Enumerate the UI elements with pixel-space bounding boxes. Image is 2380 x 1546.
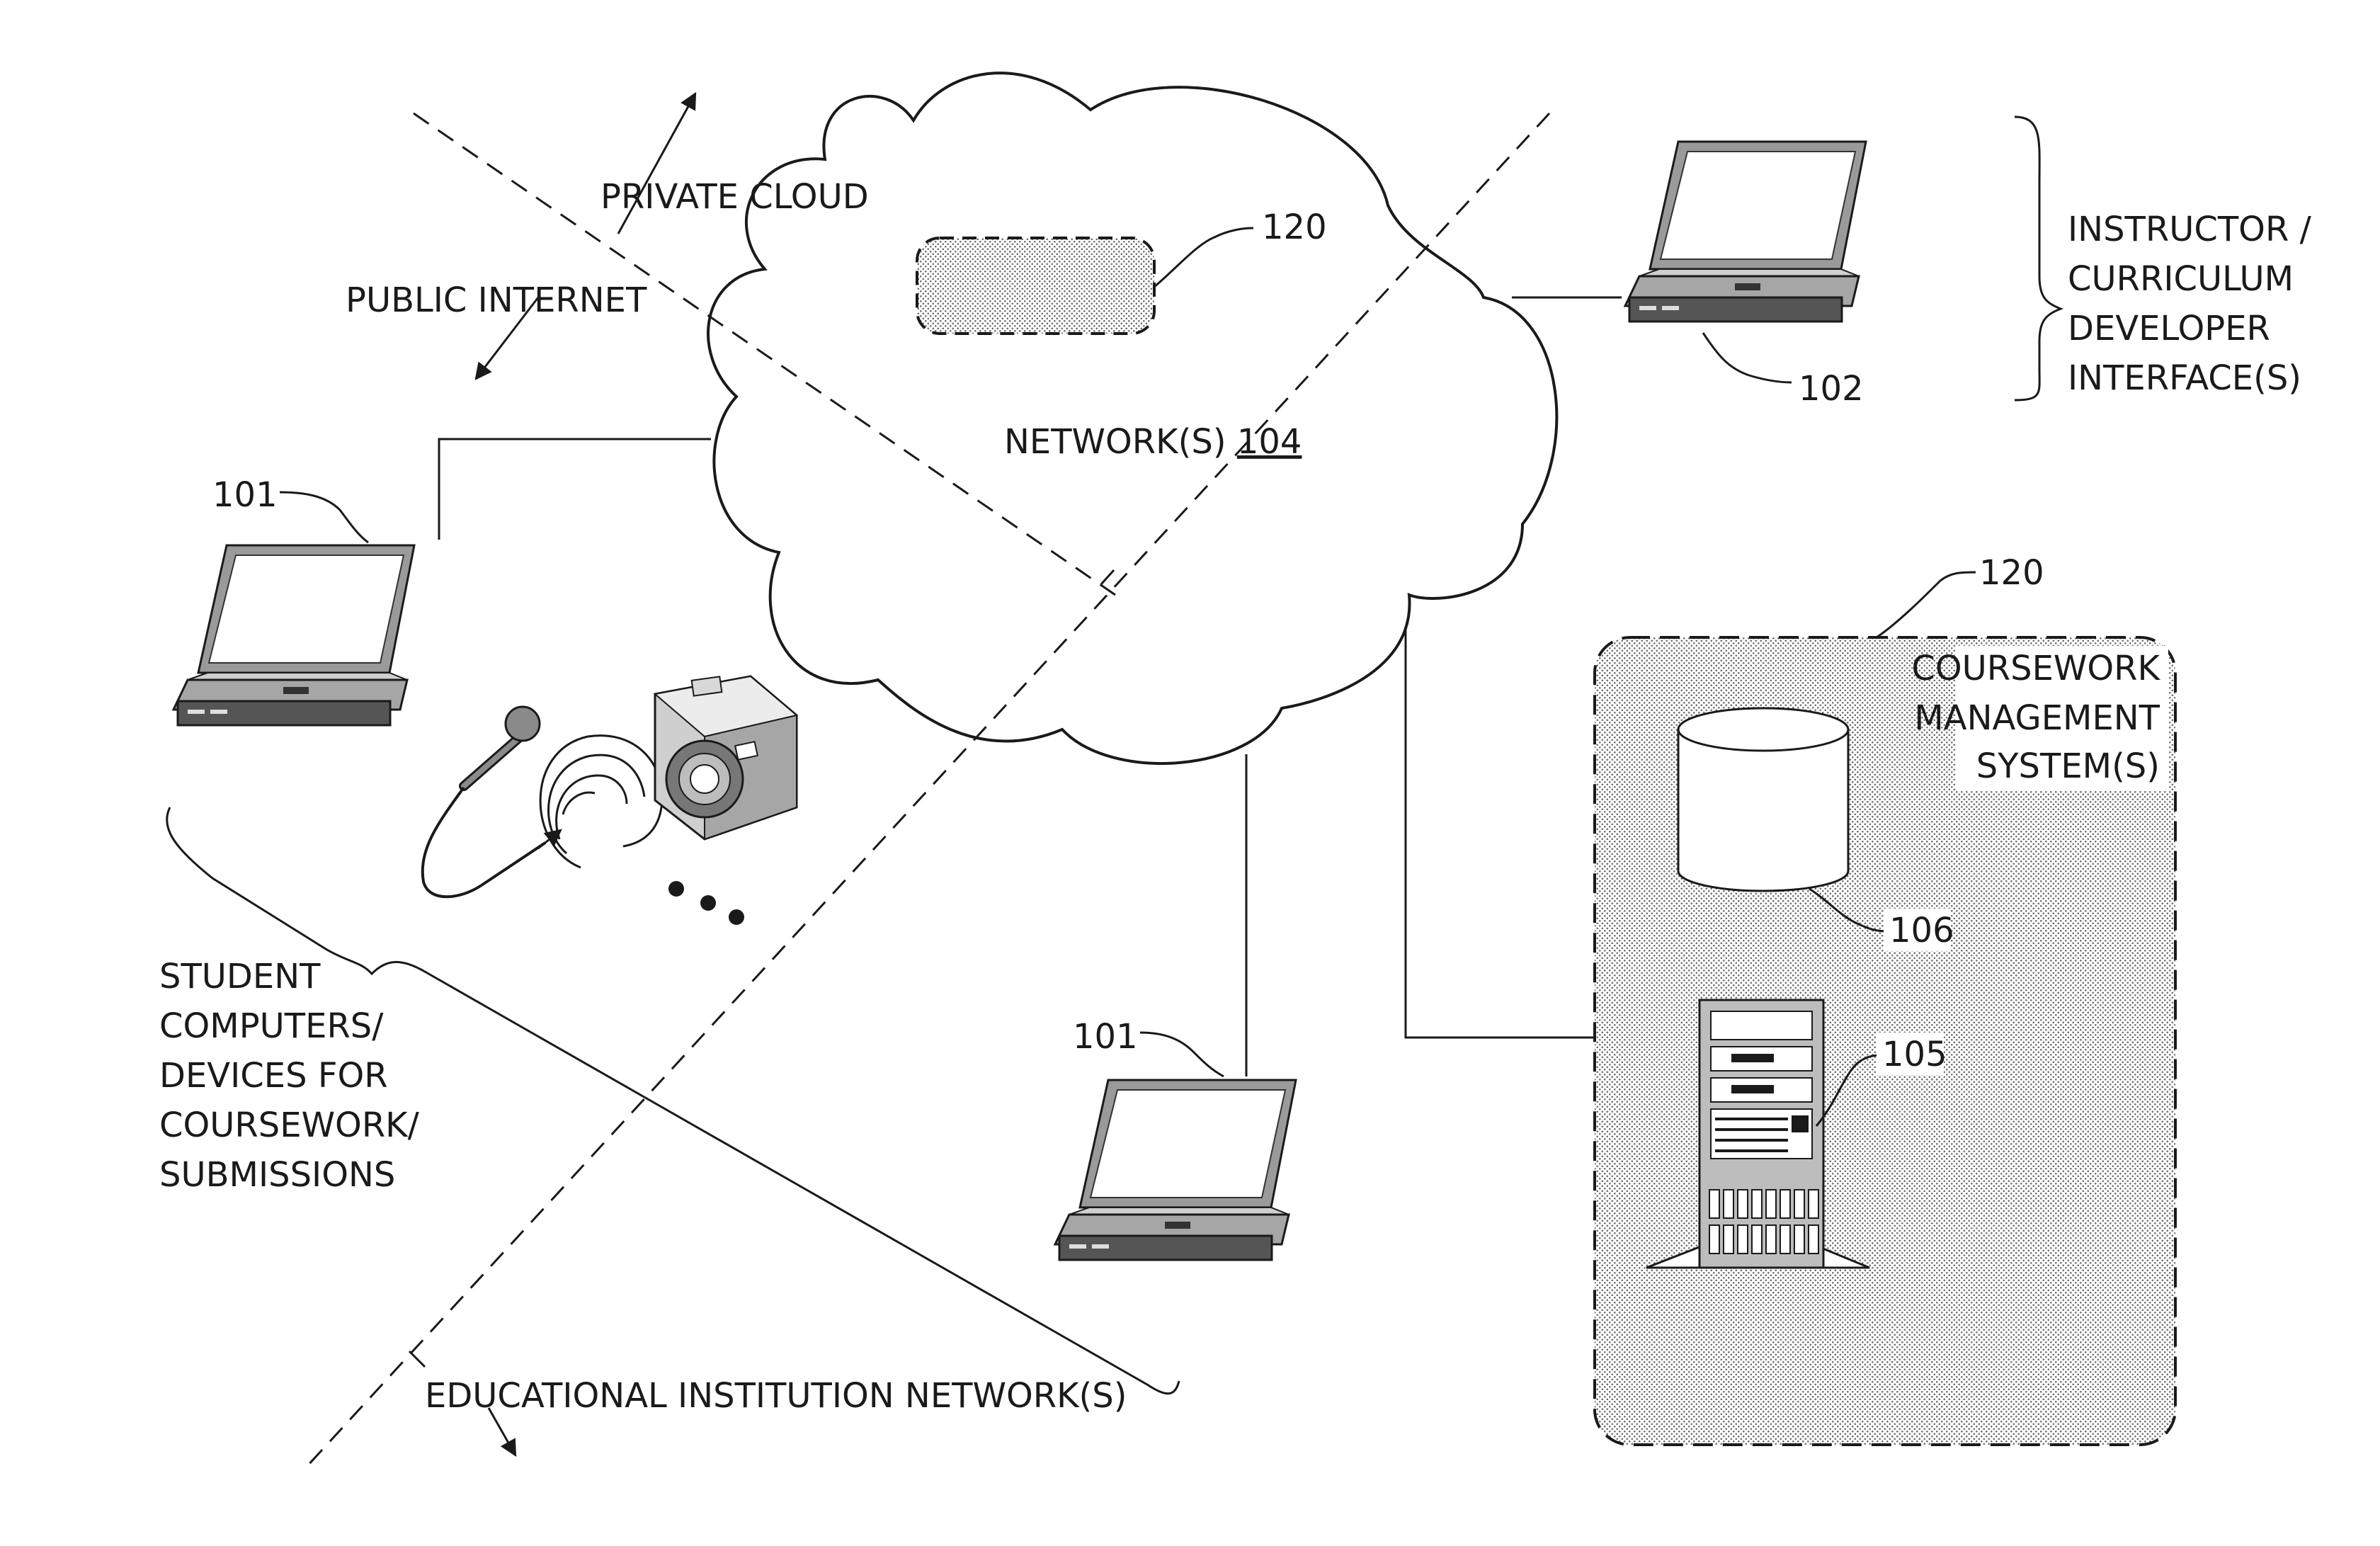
instructor-label-1: INSTRUCTOR / bbox=[2068, 210, 2312, 249]
instructor-label-2: CURRICULUM bbox=[2068, 259, 2294, 299]
database-icon bbox=[1678, 708, 1848, 891]
ref-120-cloud: 120 bbox=[1262, 208, 1327, 247]
instructor-label-4: INTERFACE(S) bbox=[2068, 358, 2301, 398]
student-label-2: COMPUTERS/ bbox=[159, 1006, 384, 1046]
sound-waves-icon bbox=[540, 736, 662, 868]
ellipsis-icon bbox=[668, 881, 744, 925]
private-cloud-label: PRIVATE CLOUD bbox=[600, 177, 869, 217]
student-laptop-bottom-icon bbox=[1055, 1080, 1296, 1260]
instructor-laptop-icon bbox=[1625, 142, 1866, 322]
network-label-text: NETWORK(S) bbox=[1004, 422, 1226, 462]
ref-106: 106 bbox=[1889, 911, 1954, 950]
instructor-brace bbox=[2015, 117, 2061, 400]
ref-101-left: 101 bbox=[212, 475, 278, 515]
educational-network-label: EDUCATIONAL INSTITUTION NETWORK(S) bbox=[425, 1376, 1127, 1416]
student-laptop-left-icon bbox=[173, 545, 414, 725]
cms-label-3: SYSTEM(S) bbox=[1976, 746, 2160, 786]
student-label-1: STUDENT bbox=[159, 957, 321, 996]
student-label-3: DEVICES FOR bbox=[159, 1056, 388, 1096]
camera-icon bbox=[655, 676, 797, 839]
instructor-label-3: DEVELOPER bbox=[2068, 309, 2270, 348]
cms-label-2: MANAGEMENT bbox=[1914, 698, 2160, 738]
ref-101-bottom: 101 bbox=[1073, 1017, 1138, 1057]
student-label-4: COURSEWORK/ bbox=[159, 1105, 420, 1145]
network-ref: 104 bbox=[1237, 422, 1302, 462]
network-label: NETWORK(S) 104 bbox=[1004, 422, 1302, 462]
private-cloud-component bbox=[917, 238, 1154, 334]
cms-label-1: COURSEWORK bbox=[1911, 649, 2160, 688]
student-label-5: SUBMISSIONS bbox=[159, 1155, 395, 1195]
ref-120-cms: 120 bbox=[1979, 553, 2044, 593]
ref-105: 105 bbox=[1882, 1035, 1947, 1074]
ref-102: 102 bbox=[1799, 369, 1864, 409]
public-internet-label: PUBLIC INTERNET bbox=[346, 280, 647, 320]
